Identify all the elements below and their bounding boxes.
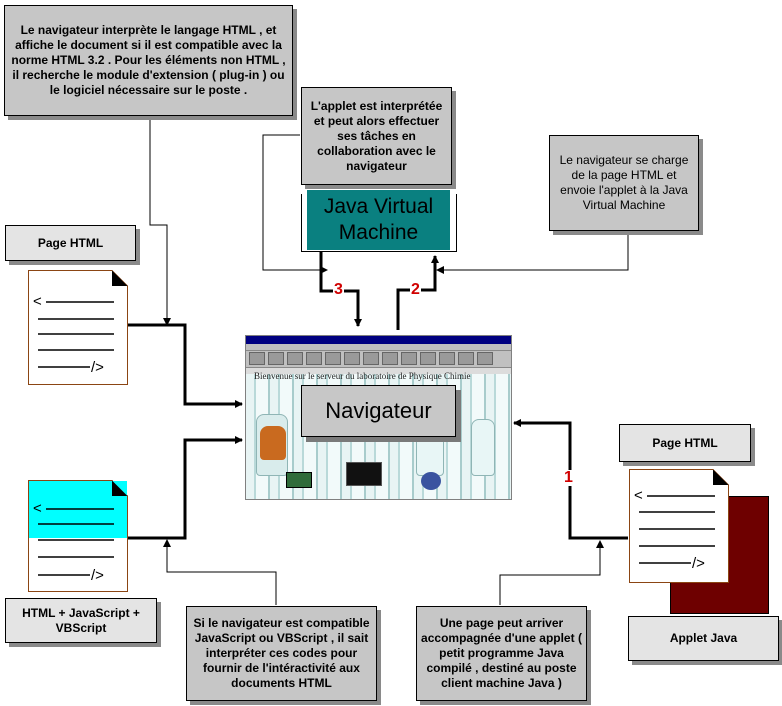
label-applet-java: Applet Java	[628, 616, 779, 661]
line-right-note	[436, 230, 629, 274]
doc-close-tag: />	[91, 359, 104, 376]
doc-open-tag: <	[33, 500, 42, 517]
js-document-icon: < />	[28, 480, 128, 592]
note-page-with-applet: Une page peut arriver accompagnée d'une …	[416, 606, 587, 701]
doc-open-tag: <	[33, 293, 42, 310]
note-javascript-vbscript: Si le navigateur est compatible JavaScri…	[186, 606, 377, 701]
doc-open-tag: <	[634, 487, 643, 504]
note-html-interpretation: Le navigateur interprète le langage HTML…	[4, 5, 293, 116]
arrow-page-to-browser	[128, 323, 243, 408]
label-page-html-left: Page HTML	[5, 225, 136, 261]
label-html-js-vbscript: HTML + JavaScript + VBScript	[5, 598, 157, 643]
jvm-frame	[301, 194, 457, 252]
navigateur-box: Navigateur	[301, 385, 456, 437]
java-virtual-machine: Java Virtual Machine	[307, 190, 450, 250]
label-page-html-right: Page HTML	[619, 424, 751, 462]
step-number-1: 1	[563, 469, 574, 486]
line-bottom-right	[499, 540, 604, 605]
html-document-icon: < />	[28, 270, 128, 385]
line-top-note	[149, 118, 171, 326]
html-document-icon-right: < />	[629, 469, 729, 583]
step-number-2: 2	[410, 281, 421, 298]
arrow-js-to-browser	[128, 436, 243, 540]
note-applet-interpreted: L'applet est interprétée et peut alors e…	[301, 87, 452, 185]
doc-close-tag: />	[692, 555, 705, 572]
note-browser-loads-page: Le navigateur se charge de la page HTML …	[549, 135, 699, 231]
line-bottom-mid	[163, 539, 277, 605]
browser-welcome-text: Bienvenue sur le serveur du laboratoire …	[254, 371, 471, 381]
line-applet-note	[262, 134, 328, 274]
step-number-3: 3	[333, 281, 344, 298]
doc-close-tag: />	[91, 567, 104, 584]
